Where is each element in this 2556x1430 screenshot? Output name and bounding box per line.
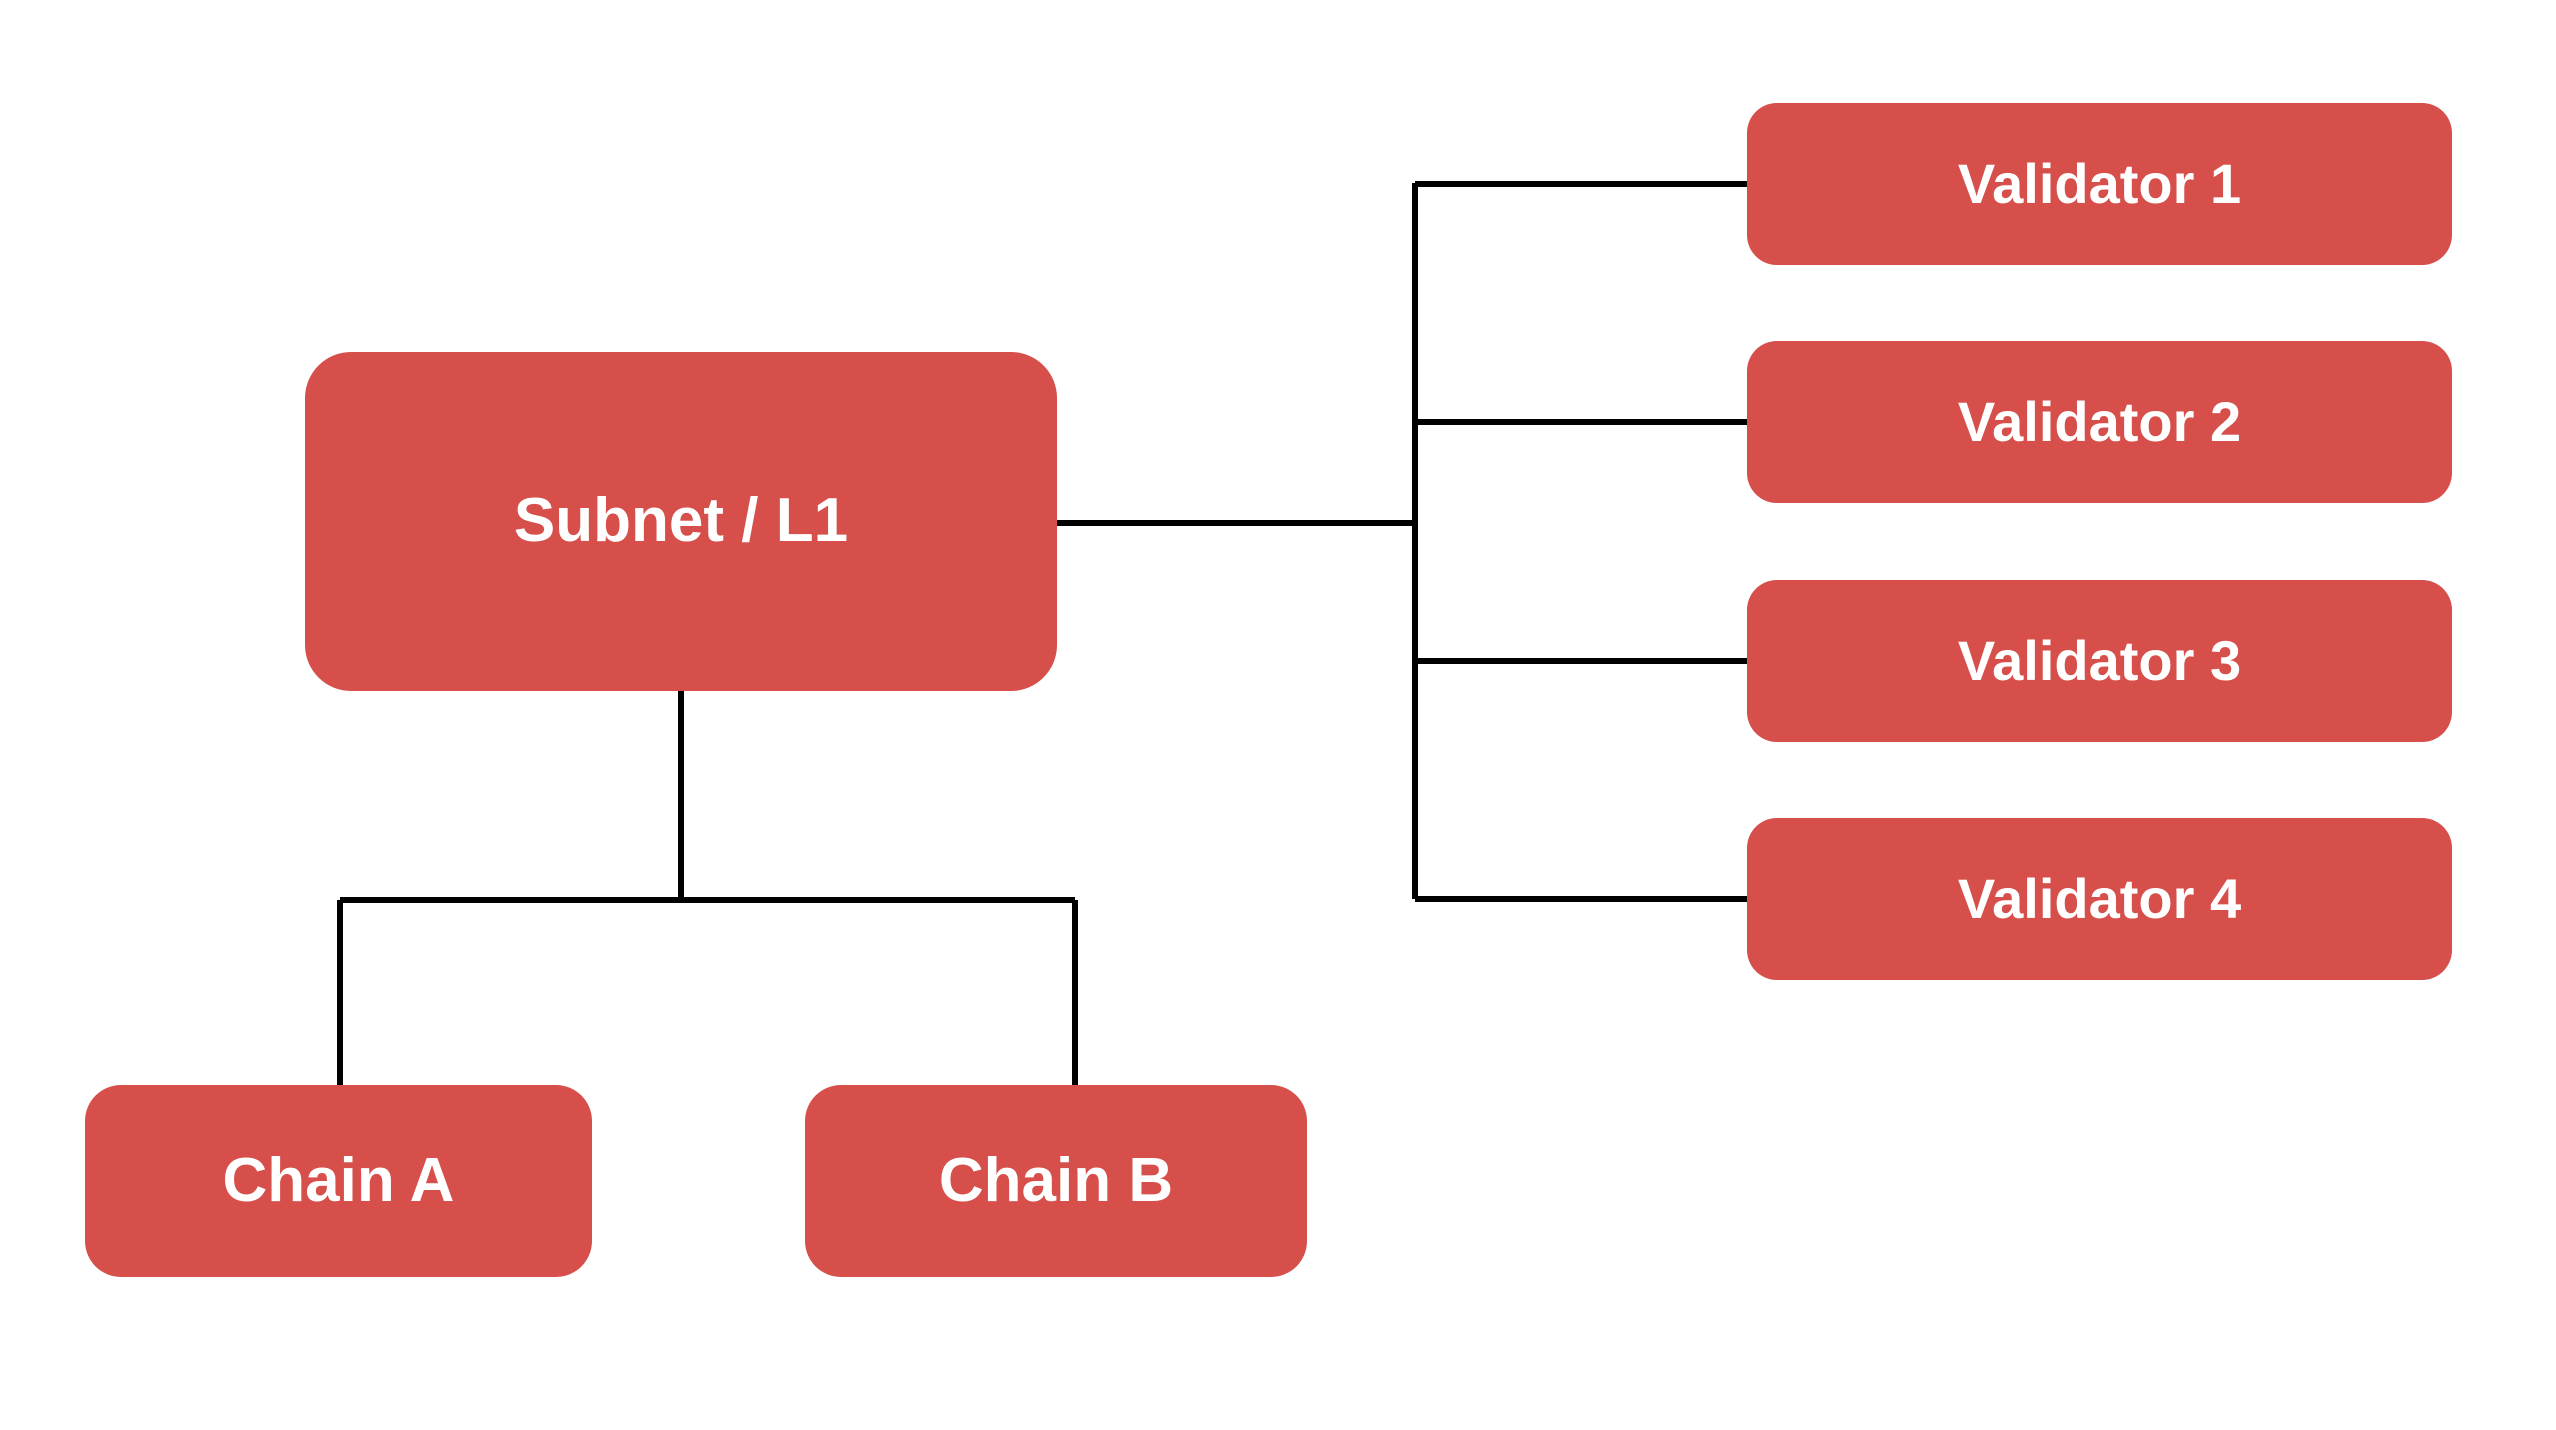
node-chain-b-label: Chain B — [938, 1145, 1174, 1215]
node-subnet-l1[interactable]: Subnet / L1 — [305, 352, 1057, 691]
node-validator-4-label: Validator 4 — [1957, 867, 2242, 931]
node-chain-b[interactable]: Chain B — [805, 1085, 1307, 1277]
node-validator-2-label: Validator 2 — [1957, 390, 2242, 454]
node-validator-3-label: Validator 3 — [1957, 629, 2242, 693]
node-validator-1[interactable]: Validator 1 — [1747, 103, 2452, 265]
node-chain-a[interactable]: Chain A — [85, 1085, 592, 1277]
node-validator-2[interactable]: Validator 2 — [1747, 341, 2452, 503]
node-chain-a-label: Chain A — [222, 1145, 455, 1215]
node-validator-3[interactable]: Validator 3 — [1747, 580, 2452, 742]
node-validator-4[interactable]: Validator 4 — [1747, 818, 2452, 980]
node-subnet-l1-label: Subnet / L1 — [513, 486, 849, 556]
node-validator-1-label: Validator 1 — [1957, 152, 2242, 216]
